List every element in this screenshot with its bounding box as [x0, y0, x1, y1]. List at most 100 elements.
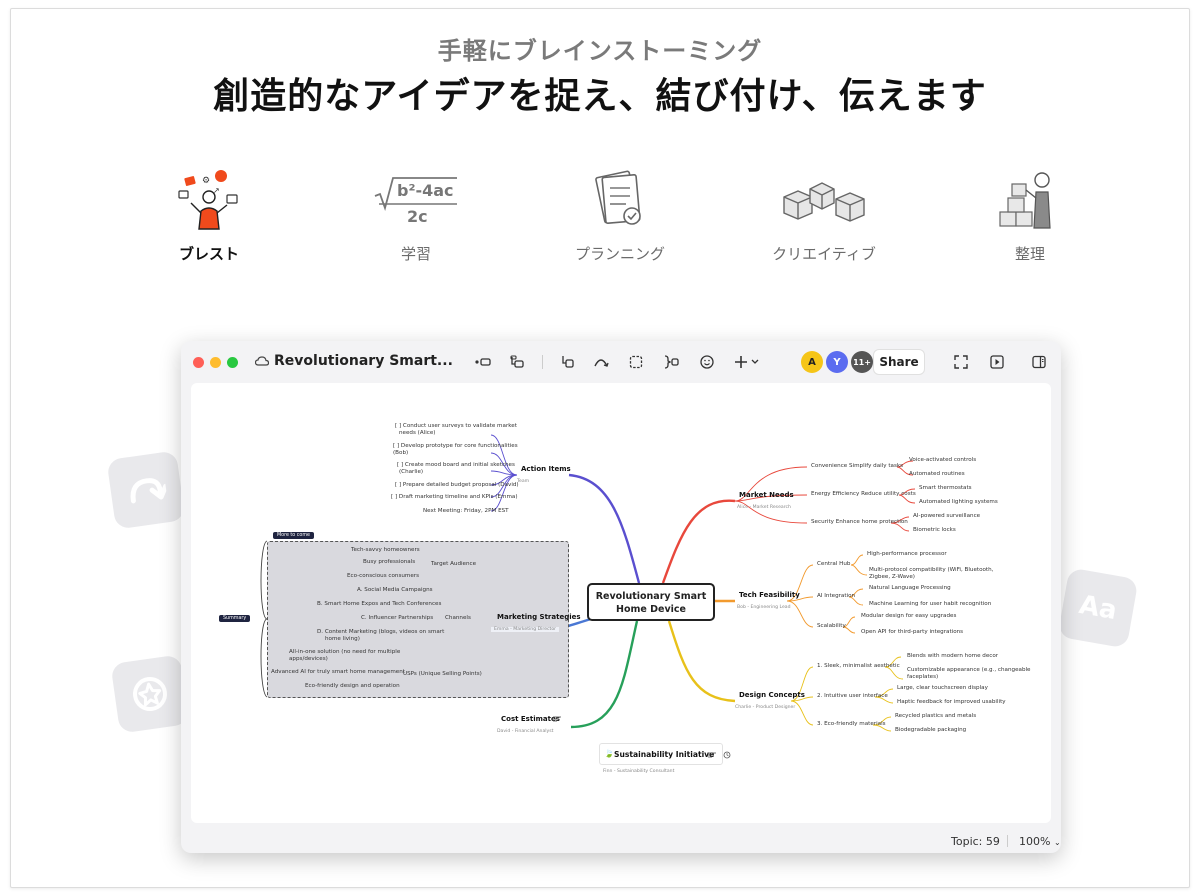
subtopic-channels[interactable]: Channels [445, 615, 471, 621]
pitch-mode-button[interactable] [985, 351, 1009, 373]
mindmap-canvas[interactable]: Revolutionary Smart Home Device Action I… [191, 383, 1051, 823]
topic-action-items[interactable]: Action Items [521, 465, 571, 473]
boundary-label[interactable]: More to come [273, 532, 314, 539]
subtopic[interactable]: 1. Sleek, minimalist aesthetic [817, 663, 900, 669]
list-item[interactable]: Zigbee, Z-Wave) [869, 574, 915, 580]
collaborators-more-badge[interactable]: 11+ [851, 351, 873, 373]
subtopic[interactable]: 3. Eco-friendly materials [817, 721, 886, 727]
relationship-button[interactable] [589, 351, 613, 373]
list-item[interactable]: C. Influencer Partnerships [361, 615, 434, 621]
topic-title: Sustainability Initiative [614, 750, 715, 759]
list-item[interactable]: [ ] Create mood board and initial sketch… [397, 462, 515, 468]
document-title[interactable]: Revolutionary Smart... [274, 353, 453, 369]
list-item[interactable]: Advanced AI for truly smart home managem… [271, 669, 405, 675]
list-item[interactable]: needs (Alice) [399, 430, 436, 436]
topic-cost-estimates[interactable]: Cost Estimates [501, 715, 560, 723]
list-item[interactable]: home living) [325, 636, 360, 642]
list-item[interactable]: Machine Learning for user habit recognit… [869, 601, 992, 607]
boundary-button[interactable] [624, 351, 648, 373]
stacking-boxes-figure-icon [955, 167, 1105, 233]
subtopic[interactable]: 2. Intuitive user interface [817, 693, 888, 699]
mode-planning[interactable]: プランニング [545, 167, 695, 264]
maximize-window-button[interactable] [227, 357, 238, 368]
list-item[interactable]: Automated lighting systems [919, 499, 998, 505]
central-topic-line: Home Device [616, 604, 686, 615]
cubes-icon [749, 167, 899, 233]
list-item[interactable]: Natural Language Processing [869, 585, 951, 591]
list-item[interactable]: Eco-conscious consumers [347, 573, 420, 579]
subtopic[interactable]: Security Enhance home protection [811, 519, 908, 525]
leaf-icon: 🍃 [604, 749, 614, 758]
mode-brainstorm[interactable]: ⚙ ↗ ブレスト [134, 167, 284, 264]
topic-marketing-strategies[interactable]: Marketing Strategies [497, 613, 581, 621]
list-item[interactable]: faceplates) [907, 674, 939, 680]
list-item[interactable]: Eco-friendly design and operation [305, 683, 400, 689]
list-item[interactable]: Next Meeting: Friday, 2PM EST [423, 508, 509, 514]
mode-label: 学習 [400, 245, 431, 263]
topic-tech-feasibility[interactable]: Tech Feasibility [739, 591, 800, 599]
summary-button[interactable] [659, 351, 683, 373]
minimize-window-button[interactable] [210, 357, 221, 368]
subtopic-target-audience[interactable]: Target Audience [431, 561, 477, 567]
list-item[interactable]: [ ] Conduct user surveys to validate mar… [395, 423, 517, 429]
list-item[interactable]: Open API for third-party integrations [861, 629, 964, 635]
list-item[interactable]: Modular design for easy upgrades [861, 613, 957, 619]
sidebar-toggle-button[interactable] [1027, 351, 1051, 373]
fullscreen-button[interactable] [949, 351, 973, 373]
mode-label: 整理 [1014, 245, 1045, 263]
list-item[interactable]: Tech-savvy homeowners [351, 547, 420, 553]
list-item[interactable]: AI-powered surveillance [913, 513, 981, 519]
list-item[interactable]: (Bob) [393, 450, 409, 456]
sticker-button[interactable] [695, 351, 719, 373]
list-item[interactable]: Voice-activated controls [909, 457, 977, 463]
topic-market-needs[interactable]: Market Needs [739, 491, 794, 499]
mode-organize[interactable]: 整理 [955, 167, 1105, 264]
insert-menu-button[interactable] [733, 351, 763, 373]
chevron-down-icon: ⌄ [1053, 838, 1061, 847]
marketing-boundary[interactable] [267, 541, 569, 698]
subtopic-usps[interactable]: USPs (Unique Selling Points) [403, 671, 482, 677]
summary-label[interactable]: Summary [219, 615, 251, 622]
central-topic[interactable]: Revolutionary Smart Home Device [587, 583, 715, 621]
list-item[interactable]: [ ] Draft marketing timeline and KPIs (E… [391, 494, 518, 500]
list-item[interactable]: Haptic feedback for improved usability [897, 699, 1006, 705]
list-item[interactable]: Customizable appearance (e.g., changeabl… [907, 667, 1031, 673]
subtopic[interactable]: Scalability [817, 623, 846, 629]
avatar[interactable]: Y [826, 351, 848, 373]
close-window-button[interactable] [193, 357, 204, 368]
status-bar: Topic: 59 100% ⌄ [181, 827, 1061, 851]
insert-topic-button[interactable] [471, 351, 495, 373]
list-item[interactable]: [ ] Develop prototype for core functiona… [393, 443, 518, 449]
list-item[interactable]: Multi-protocol compatibility (WiFi, Blue… [869, 567, 994, 573]
list-item[interactable]: Biodegradable packaging [895, 727, 967, 733]
list-item[interactable]: (Charlie) [399, 469, 424, 475]
list-item[interactable]: [ ] Prepare detailed budget proposal (Da… [395, 482, 519, 488]
list-item[interactable]: D. Content Marketing (blogs, videos on s… [317, 629, 445, 635]
mode-creative[interactable]: クリエイティブ [749, 167, 899, 264]
insert-subtopic-button[interactable] [505, 351, 529, 373]
list-item[interactable]: Automated routines [909, 471, 965, 477]
zoom-level[interactable]: 100% ⌄ [1019, 835, 1061, 848]
history-icon[interactable] [723, 751, 731, 759]
subtopic[interactable]: Convenience Simplify daily tasks [811, 463, 904, 469]
list-item[interactable]: Blends with modern home decor [907, 653, 999, 659]
topic-design-concepts[interactable]: Design Concepts [739, 691, 805, 699]
share-button[interactable]: Share [873, 349, 925, 375]
subtopic[interactable]: Energy Efficiency Reduce utility costs [811, 491, 916, 497]
subtopic[interactable]: Central Hub [817, 561, 851, 567]
list-item[interactable]: apps/devices) [289, 656, 328, 662]
list-item[interactable]: B. Smart Home Expos and Tech Conferences [317, 601, 442, 607]
list-item[interactable]: High-performance processor [867, 551, 947, 557]
list-item[interactable]: All-in-one solution (no need for multipl… [289, 649, 401, 655]
list-item[interactable]: Busy professionals [363, 559, 416, 565]
list-item[interactable]: A. Social Media Campaigns [357, 587, 433, 593]
mode-learning[interactable]: b²-4ac 2c 学習 [341, 167, 491, 264]
topic-sustainability[interactable]: 🍃 Sustainability Initiative [599, 743, 723, 765]
list-item[interactable]: Recycled plastics and metals [895, 713, 977, 719]
subtopic[interactable]: AI Integration [817, 593, 856, 599]
avatar[interactable]: A [801, 351, 823, 373]
floating-topic-button[interactable] [555, 351, 579, 373]
list-item[interactable]: Large, clear touchscreen display [897, 685, 988, 691]
list-item[interactable]: Biometric locks [913, 527, 956, 533]
list-item[interactable]: Smart thermostats [919, 485, 972, 491]
